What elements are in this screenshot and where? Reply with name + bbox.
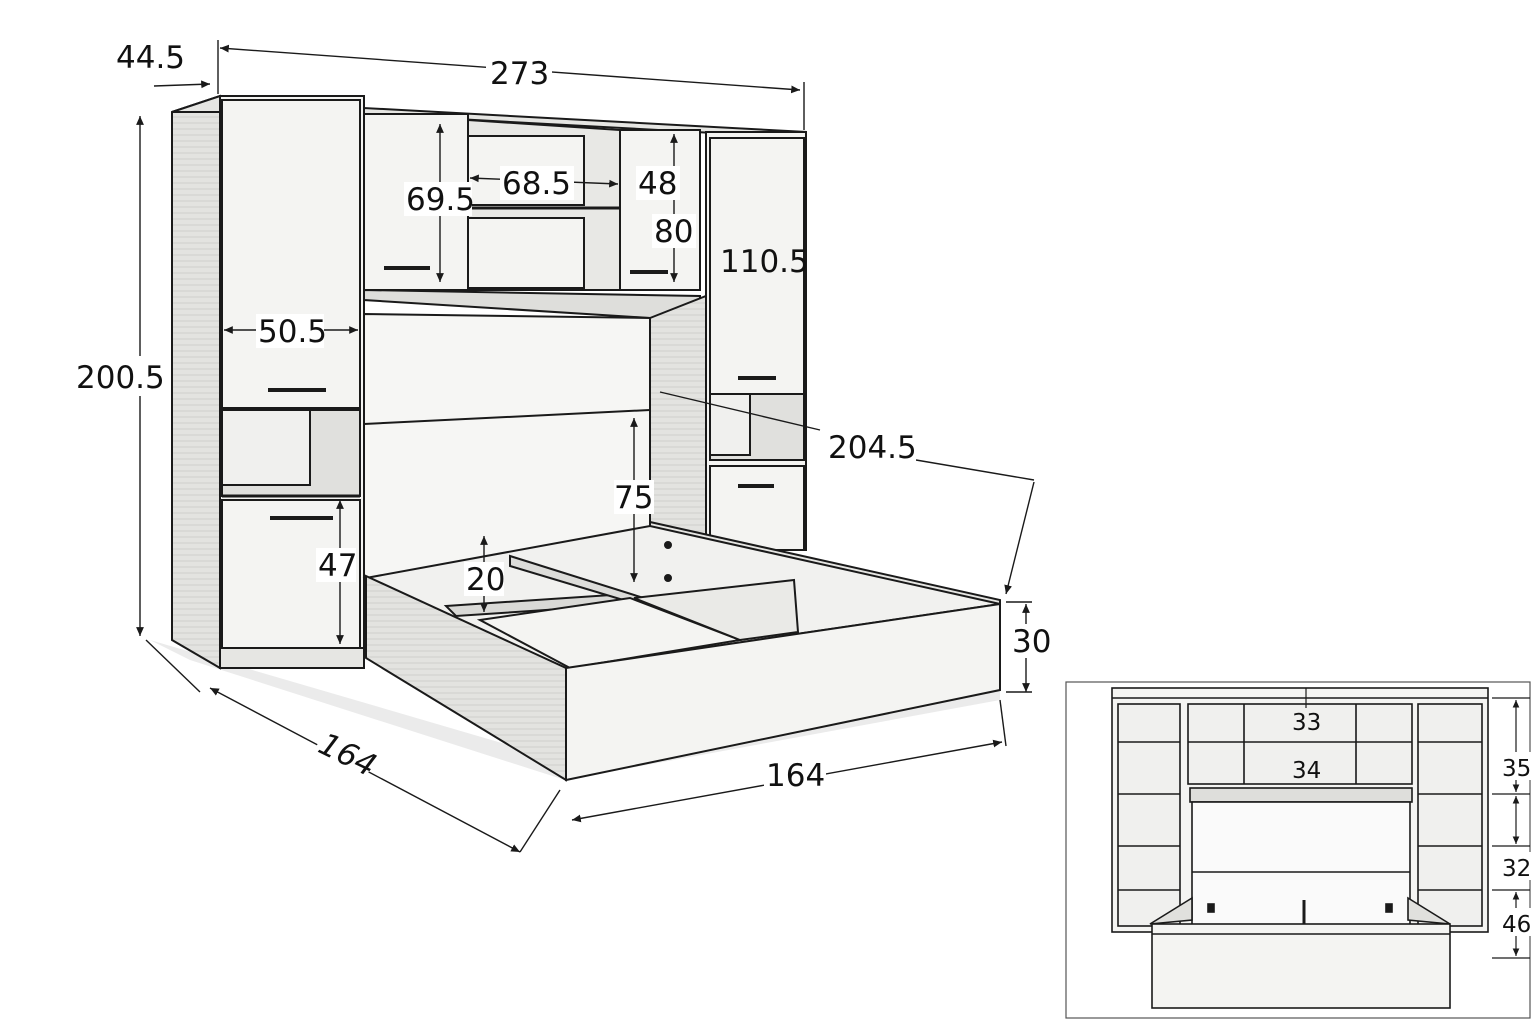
label-top-shelf-width: 33 [1292,710,1321,736]
inset-bed [1151,923,1451,1009]
inset-dimension-lines [1305,688,1530,959]
label-upper-height: 35 [1502,756,1531,782]
label-lower-height: 46 [1502,912,1531,938]
label-lower-door-height: 47 [318,548,357,584]
bridge-right-door [619,129,701,291]
left-niche-back [221,409,311,486]
label-headboard-height: 75 [614,480,653,516]
bed-foot-panel [565,602,1001,782]
label-niche-height: 48 [638,166,677,202]
right-lower-door [709,465,805,551]
main-view [150,94,1001,782]
label-bed-length: 204.5 [828,430,917,466]
label-slat-depth: 20 [466,562,505,598]
label-height-total: 200.5 [76,360,165,396]
main-dimension-labels: 44.5 273 200.5 69.5 68.5 48 80 110.5 50.… [72,40,1051,794]
label-column-width: 50.5 [258,314,327,350]
left-upper-door [221,99,361,409]
label-depth-top: 44.5 [116,40,185,76]
left-column-side [171,94,221,670]
label-upper-right-height: 80 [654,214,693,250]
inset-dimension-labels: 33 34 35 32 46 [1292,710,1532,938]
label-niche-width: 68.5 [502,166,571,202]
label-right-column-height: 110.5 [720,244,809,280]
inset-view: 33 34 35 32 46 [1065,681,1532,1019]
bed-divider-b [633,578,800,642]
label-upper-door-height: 69.5 [406,182,475,218]
label-bed-width: 164 [766,758,825,794]
label-middle-height: 32 [1502,856,1531,882]
label-width-total: 273 [490,56,549,92]
label-second-shelf-width: 34 [1292,758,1321,784]
label-bed-side-height: 30 [1012,624,1051,660]
